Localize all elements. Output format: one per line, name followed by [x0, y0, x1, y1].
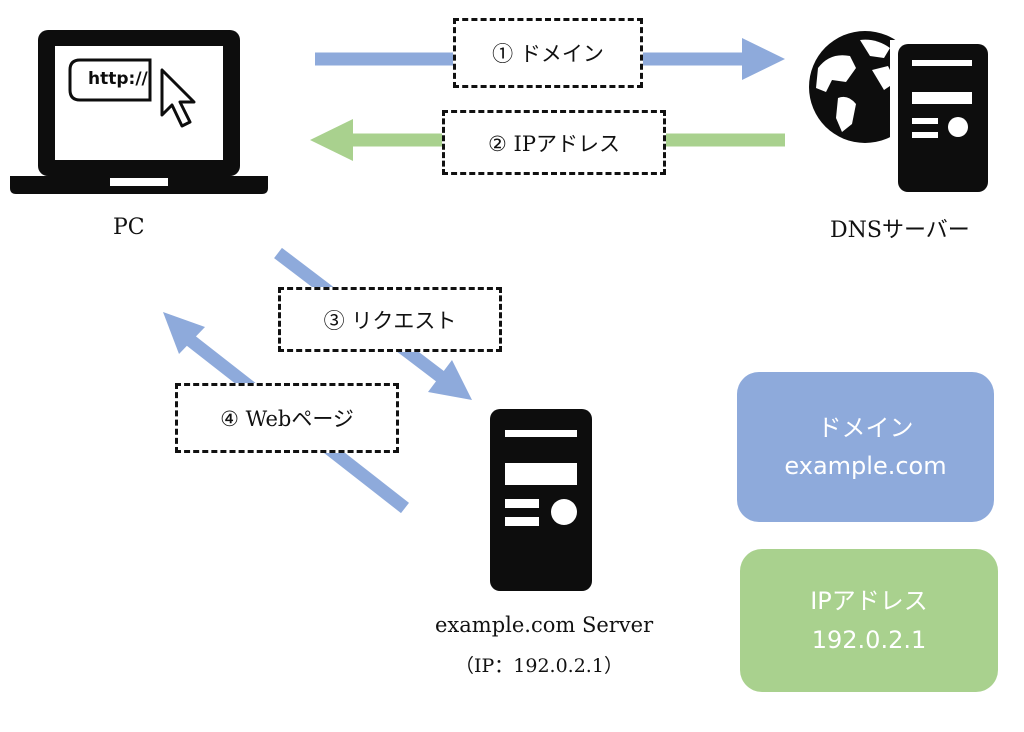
step-1-box: ① ドメイン	[453, 18, 643, 88]
step-3-label: ③ リクエスト	[323, 308, 457, 333]
step-2-label: ② IPアドレス	[488, 131, 620, 156]
web-server-icon	[490, 409, 592, 591]
dns-server-icon	[809, 31, 994, 196]
step-2-box: ② IPアドレス	[442, 110, 666, 175]
url-text: http://	[88, 69, 149, 89]
laptop-icon: http://	[10, 30, 268, 194]
domain-card-title: ドメイン	[817, 413, 914, 442]
ip-card-title: IPアドレス	[810, 587, 928, 616]
ip-card: IPアドレス 192.0.2.1	[740, 549, 998, 692]
dns-server-label: DNSサーバー	[830, 218, 970, 243]
web-server-ip: （IP：192.0.2.1）	[455, 655, 623, 677]
step-4-box: ④ Webページ	[175, 383, 399, 453]
cursor-icon	[160, 68, 196, 128]
domain-card: ドメイン example.com	[737, 372, 994, 522]
step-1-label: ① ドメイン	[492, 42, 604, 66]
domain-card-value: example.com	[784, 452, 947, 480]
ip-card-value: 192.0.2.1	[811, 625, 927, 654]
pc-label: PC	[113, 215, 145, 240]
web-server-label: example.com Server	[435, 613, 654, 637]
step-4-label: ④ Webページ	[220, 407, 354, 431]
step-3-box: ③ リクエスト	[278, 287, 502, 352]
